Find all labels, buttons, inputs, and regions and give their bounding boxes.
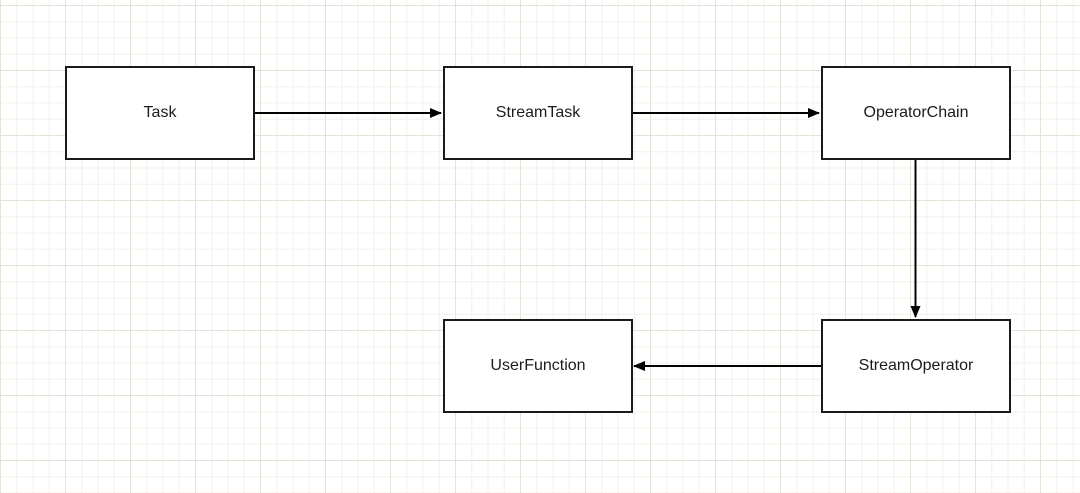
node-user-function-label: UserFunction: [490, 357, 586, 374]
node-operator-chain-label: OperatorChain: [863, 104, 969, 121]
node-stream-task-label: StreamTask: [495, 104, 581, 121]
node-stream-operator[interactable]: StreamOperator: [821, 319, 1011, 413]
node-operator-chain[interactable]: OperatorChain: [821, 66, 1011, 160]
node-task[interactable]: Task: [65, 66, 255, 160]
node-user-function[interactable]: UserFunction: [443, 319, 633, 413]
node-stream-task[interactable]: StreamTask: [443, 66, 633, 160]
node-stream-operator-label: StreamOperator: [858, 357, 974, 374]
node-task-label: Task: [143, 104, 177, 121]
